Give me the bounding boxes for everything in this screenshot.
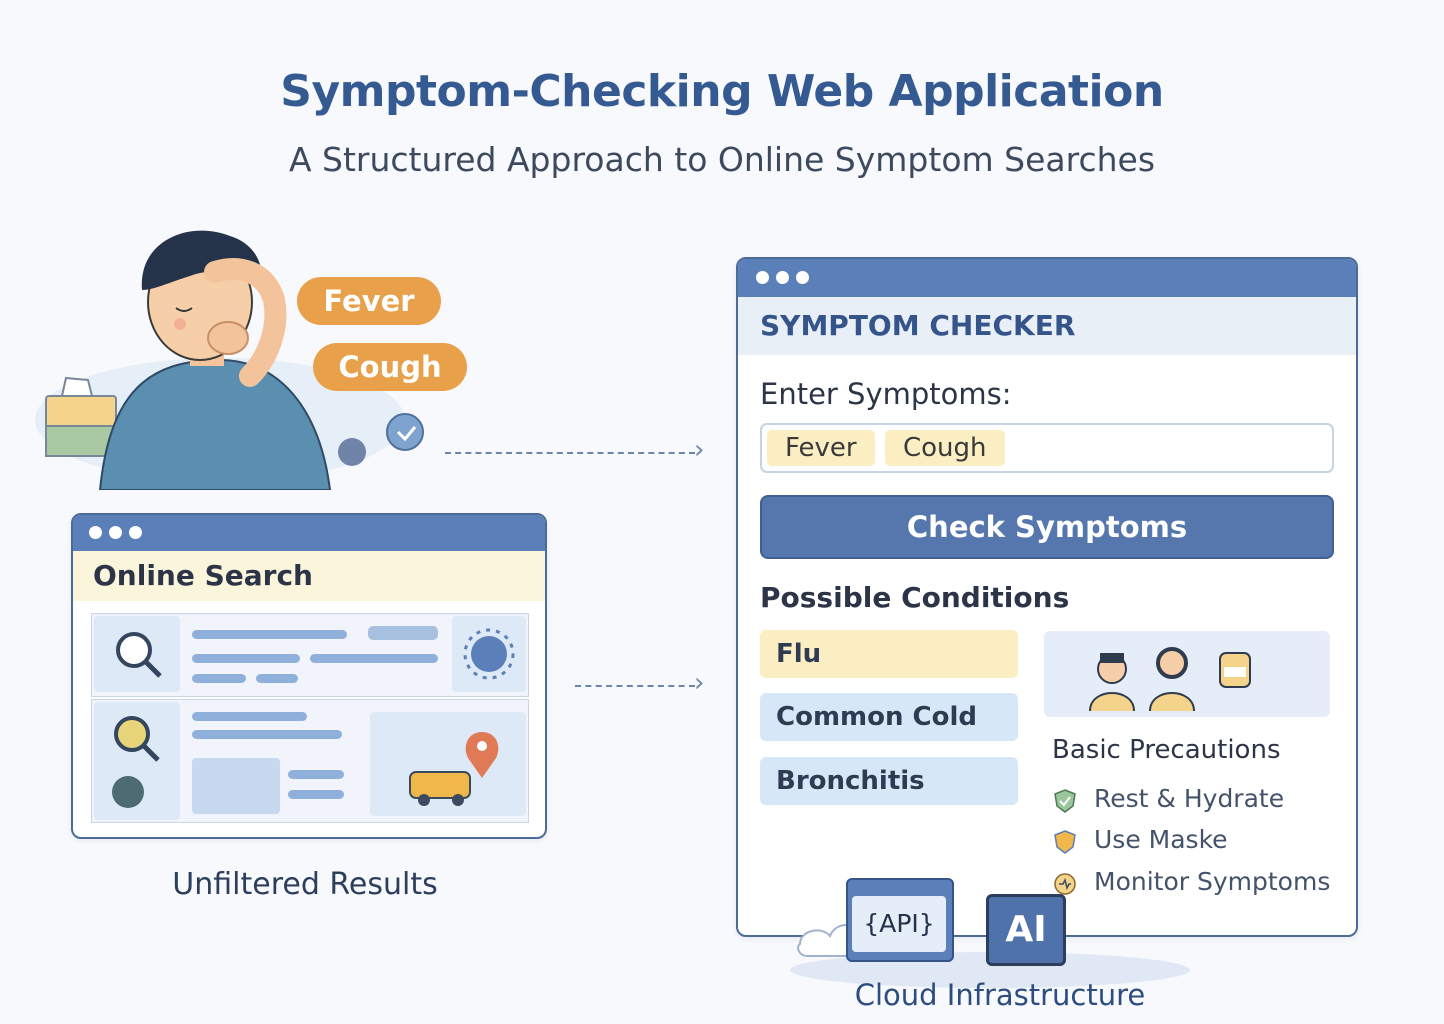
check-symptoms-button[interactable]: Check Symptoms xyxy=(760,495,1334,559)
symptom-tag[interactable]: Fever xyxy=(767,430,875,466)
people-masks-icon xyxy=(1089,647,1251,712)
cloud-infrastructure-caption: Cloud Infrastructure xyxy=(854,978,1146,1012)
result-text-line xyxy=(192,730,342,739)
monitor-icon xyxy=(1054,873,1076,895)
condition-common-cold[interactable]: Common Cold xyxy=(760,693,1018,741)
result-text-line xyxy=(310,654,438,663)
condition-flu[interactable]: Flu xyxy=(760,630,1018,678)
window-dot-icon xyxy=(109,526,122,539)
basic-precautions-label: Basic Precautions xyxy=(1052,735,1281,765)
window-dot-icon xyxy=(89,526,102,539)
possible-conditions-label: Possible Conditions xyxy=(760,581,1070,614)
window-title-bar xyxy=(73,515,545,551)
window-dot-icon xyxy=(776,271,789,284)
result-text-line xyxy=(192,674,246,683)
arrow-head-icon: › xyxy=(694,435,705,465)
search-result-row[interactable] xyxy=(91,613,529,697)
sick-person-illustration xyxy=(30,220,470,491)
ai-chip-icon: AI xyxy=(986,894,1066,966)
api-box: {API} xyxy=(846,878,954,962)
magnifier-icon xyxy=(94,616,180,692)
mask-shield-icon xyxy=(1054,830,1076,854)
people-precaution-illustration xyxy=(1044,631,1330,717)
window-dot-icon xyxy=(796,271,809,284)
sick-person-icon xyxy=(35,230,424,491)
result-text-line xyxy=(256,674,298,683)
arrow-head-icon: › xyxy=(694,668,705,698)
page-title: Symptom-Checking Web Application xyxy=(280,66,1164,117)
shield-check-icon xyxy=(1054,789,1076,813)
result-text-line xyxy=(192,630,347,639)
symptom-checker-title: SYMPTOM CHECKER xyxy=(738,297,1356,355)
virus-icon xyxy=(452,616,526,692)
result-text-line xyxy=(192,712,307,721)
unfiltered-results-caption: Unfiltered Results xyxy=(172,867,438,902)
window-title-bar xyxy=(738,259,1356,297)
search-result-row[interactable] xyxy=(91,699,529,823)
symptom-tag[interactable]: Cough xyxy=(885,430,1005,466)
arrow-search-to-checker xyxy=(575,685,695,687)
symptom-checker-window: SYMPTOM CHECKER Enter Symptoms: Fever Co… xyxy=(736,257,1358,937)
precaution-item: Rest & Hydrate xyxy=(1052,784,1284,813)
enter-symptoms-label: Enter Symptoms: xyxy=(760,377,1012,411)
chart-thumbnail-icon xyxy=(192,758,280,814)
page-subtitle: A Structured Approach to Online Symptom … xyxy=(288,140,1156,179)
cough-bubble: Cough xyxy=(313,343,467,391)
precaution-item: Use Maske xyxy=(1052,825,1228,854)
result-text-line xyxy=(192,654,300,663)
symptoms-input[interactable]: Fever Cough xyxy=(760,423,1334,473)
result-text-line xyxy=(368,626,438,640)
online-search-header: Online Search xyxy=(73,551,545,601)
arrow-to-checker xyxy=(445,452,695,454)
condition-bronchitis[interactable]: Bronchitis xyxy=(760,757,1018,805)
precaution-item: Monitor Symptoms xyxy=(1052,867,1330,896)
magnifier-virus-icon xyxy=(94,702,180,820)
window-dot-icon xyxy=(756,271,769,284)
map-car-icon xyxy=(370,712,526,816)
result-text-line xyxy=(288,790,344,799)
window-dot-icon xyxy=(129,526,142,539)
online-search-window: Online Search xyxy=(71,513,547,839)
fever-bubble: Fever xyxy=(297,277,441,325)
result-text-line xyxy=(288,770,344,779)
api-label: {API} xyxy=(852,896,946,952)
